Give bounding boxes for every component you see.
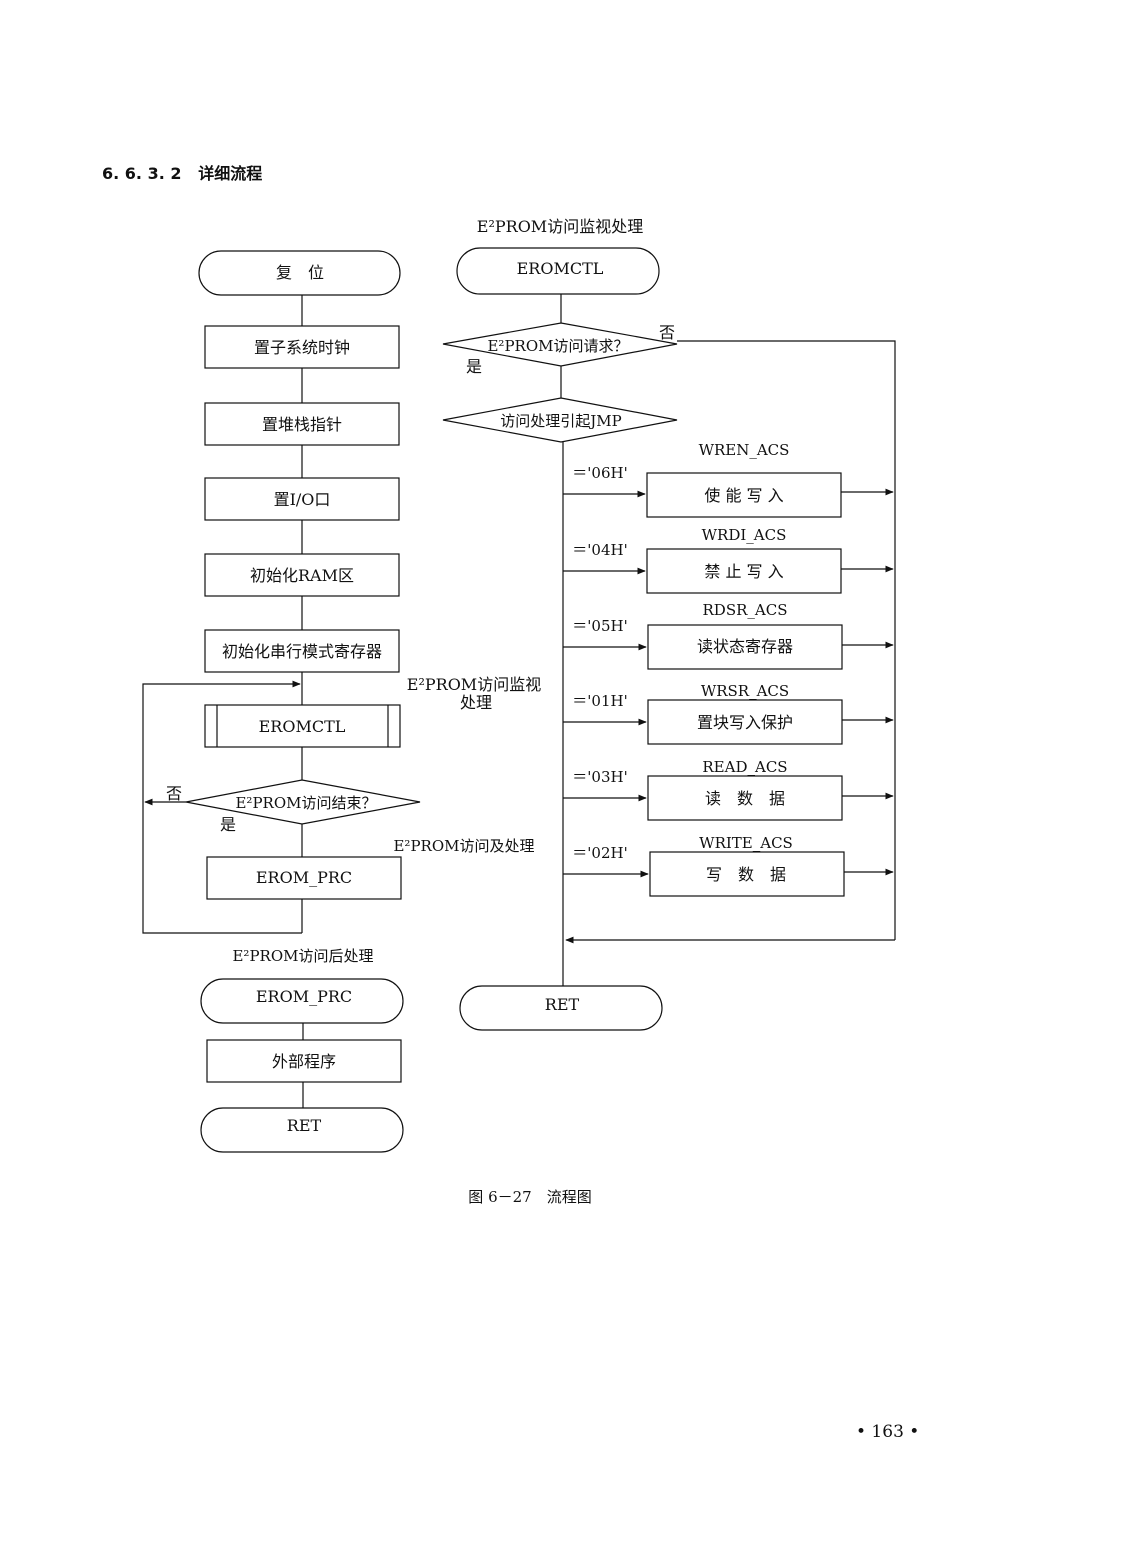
page-number: • 163 • <box>856 1422 920 1442</box>
step-label-5: 初始化串行模式寄存器 <box>222 642 382 661</box>
no-request-line <box>677 340 896 940</box>
flow-labels: 复 位 置子系统时钟 置堆栈指针 置I/O口 初始化RAM区 初始化串行模式寄存… <box>166 217 793 1135</box>
branch-code-3: ＝'05H' <box>572 617 627 635</box>
yes-label-right: 是 <box>466 357 482 376</box>
step-label-1: 置子系统时钟 <box>254 338 350 357</box>
post-start-label: EROM_PRC <box>256 987 352 1006</box>
subroutine-note-1: E²PROM访问监视 <box>407 675 541 694</box>
branch-box-5 <box>647 775 843 821</box>
branch-code-6: ＝'02H' <box>572 844 627 862</box>
ret-terminal <box>459 985 663 1031</box>
reset-label: 复 位 <box>276 263 324 282</box>
step-label-2: 置堆栈指针 <box>262 415 342 434</box>
monitor-flow <box>442 247 896 1031</box>
post-title: E²PROM访问后处理 <box>232 947 373 965</box>
branch-code-1: ＝'06H' <box>572 464 627 482</box>
access-request-label: E²PROM访问请求？ <box>487 337 628 355</box>
monitor-title: E²PROM访问监视处理 <box>477 217 643 236</box>
branch-box-3 <box>647 624 843 670</box>
no-label-right: 否 <box>659 323 675 342</box>
erom-prc-box <box>206 856 402 900</box>
post-ret-label: RET <box>287 1116 322 1135</box>
eromctl-sub-label: EROMCTL <box>259 717 346 736</box>
eromctl-terminal <box>456 247 660 295</box>
figure-caption: 图 6－27 流程图 <box>468 1188 592 1206</box>
loop-back-line <box>142 680 302 934</box>
jump-decision <box>442 397 678 443</box>
post-start-terminal <box>200 978 404 1024</box>
section-heading: 6. 6. 3. 2 详细流程 <box>102 164 263 183</box>
external-program-box <box>206 1039 402 1083</box>
access-end-label: E²PROM访问结束？ <box>235 794 376 812</box>
branch-name-2: WRDI_ACS <box>702 526 787 544</box>
external-program-label: 外部程序 <box>272 1052 336 1071</box>
yes-label-left: 是 <box>220 815 236 834</box>
branch-name-3: RDSR_ACS <box>703 601 788 619</box>
branch-name-5: READ_ACS <box>702 758 787 776</box>
process-note: E²PROM访问及处理 <box>393 837 534 855</box>
branch-action-4: 置块写入保护 <box>697 713 793 732</box>
branch-name-4: WRSR_ACS <box>701 682 789 700</box>
post-ret-terminal <box>200 1107 404 1153</box>
branch-box-4 <box>647 699 843 745</box>
subroutine-note-2: 处理 <box>460 693 492 712</box>
branch-name-6: WRITE_ACS <box>699 834 793 852</box>
branch-box-1 <box>646 472 842 518</box>
branch-code-5: ＝'03H' <box>572 768 627 786</box>
erom-prc-label: EROM_PRC <box>256 868 352 887</box>
no-label-left: 否 <box>166 784 182 803</box>
branch-code-2: ＝'04H' <box>572 541 627 559</box>
branch-action-1: 使 能 写 入 <box>704 486 783 505</box>
step-label-4: 初始化RAM区 <box>250 566 354 585</box>
step-label-3: 置I/O口 <box>274 490 331 509</box>
branch-box-6 <box>649 851 845 897</box>
reset-terminal <box>198 250 401 296</box>
branch-action-5: 读 数 据 <box>705 789 785 808</box>
branch-action-3: 读状态寄存器 <box>697 637 793 656</box>
jump-label: 访问处理引起JMP <box>500 412 621 430</box>
main-flow <box>142 250 421 934</box>
branch-box-2 <box>646 548 842 594</box>
branch-name-1: WREN_ACS <box>699 441 790 459</box>
branch-action-6: 写 数 据 <box>706 865 786 884</box>
ret-label: RET <box>545 995 580 1014</box>
branch-code-4: ＝'01H' <box>572 692 627 710</box>
eromctl-label: EROMCTL <box>517 259 604 278</box>
branch-action-2: 禁 止 写 入 <box>704 562 783 581</box>
post-flow <box>200 978 404 1153</box>
